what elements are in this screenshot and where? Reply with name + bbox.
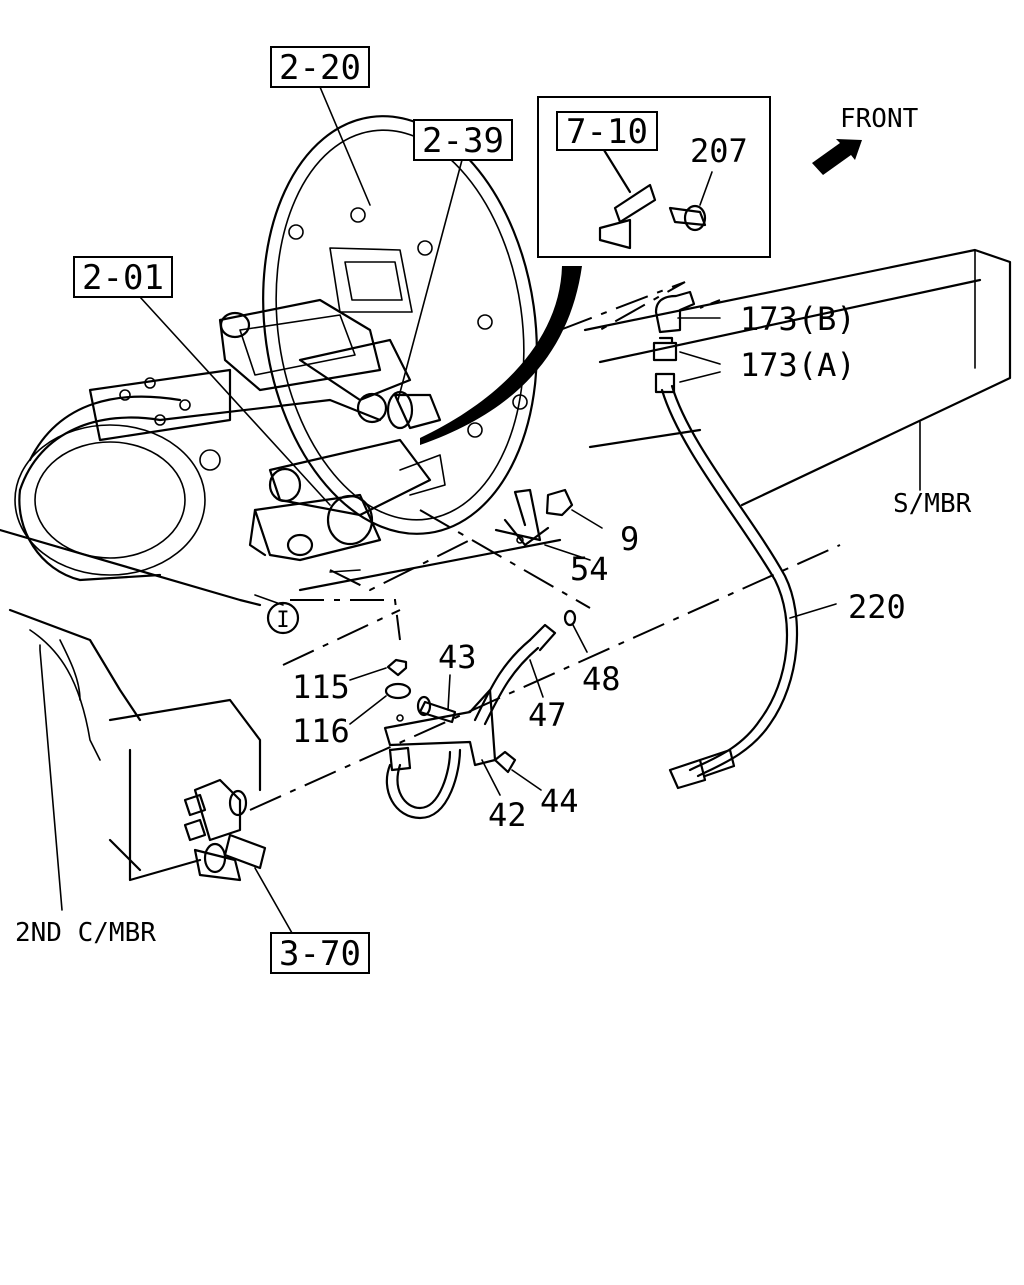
hose-220 bbox=[654, 372, 799, 790]
side-member bbox=[298, 248, 1012, 592]
valve-assembly bbox=[183, 778, 267, 882]
bracket-54 bbox=[494, 488, 574, 547]
crossmember-label: 2ND C/MBR bbox=[15, 918, 156, 948]
detail-pointer bbox=[420, 266, 582, 445]
ref-box-7-10[interactable]: 7-10 bbox=[556, 111, 658, 152]
fitting-173a bbox=[652, 336, 678, 362]
ref-box-2-20[interactable]: 2-20 bbox=[270, 46, 370, 88]
side-member-label: S/MBR bbox=[893, 489, 972, 519]
callout-207[interactable]: 207 bbox=[690, 132, 748, 170]
ref-label-7-10: 7-10 bbox=[566, 112, 648, 152]
part-callouts: 207 173(B) 173(A) 9 54 220 43 48 115 116… bbox=[292, 132, 906, 834]
leader-lines bbox=[39, 86, 921, 934]
ref-label-2-20: 2-20 bbox=[279, 48, 361, 88]
ref-box-3-70[interactable]: 3-70 bbox=[270, 932, 370, 974]
ref-box-2-01[interactable]: 2-01 bbox=[73, 256, 173, 298]
callout-116[interactable]: 116 bbox=[292, 712, 350, 750]
callout-9[interactable]: 9 bbox=[620, 520, 639, 558]
fitting-173b bbox=[654, 290, 696, 334]
second-crossmember bbox=[0, 528, 262, 882]
transmission-assembly bbox=[14, 115, 538, 582]
callout-42[interactable]: 42 bbox=[488, 796, 527, 834]
callout-54[interactable]: 54 bbox=[570, 550, 609, 588]
ref-label-2-39: 2-39 bbox=[422, 121, 504, 161]
callout-115[interactable]: 115 bbox=[292, 668, 350, 706]
view-marker-i: I bbox=[266, 601, 300, 635]
front-arrow bbox=[812, 139, 862, 175]
callout-47[interactable]: 47 bbox=[528, 696, 567, 734]
callout-48[interactable]: 48 bbox=[582, 660, 621, 698]
callout-44[interactable]: 44 bbox=[540, 782, 579, 820]
callout-220[interactable]: 220 bbox=[848, 588, 906, 626]
front-label: FRONT bbox=[840, 104, 919, 134]
callout-173b[interactable]: 173(B) bbox=[740, 300, 856, 338]
ref-label-3-70: 3-70 bbox=[279, 934, 361, 974]
callout-43[interactable]: 43 bbox=[438, 638, 477, 676]
lower-bracket-assembly bbox=[383, 609, 577, 820]
ref-label-2-01: 2-01 bbox=[82, 258, 164, 298]
view-marker-label: I bbox=[276, 608, 289, 633]
callout-173a[interactable]: 173(A) bbox=[740, 346, 856, 384]
phantom-lines bbox=[249, 281, 841, 811]
ref-box-2-39[interactable]: 2-39 bbox=[413, 119, 513, 161]
